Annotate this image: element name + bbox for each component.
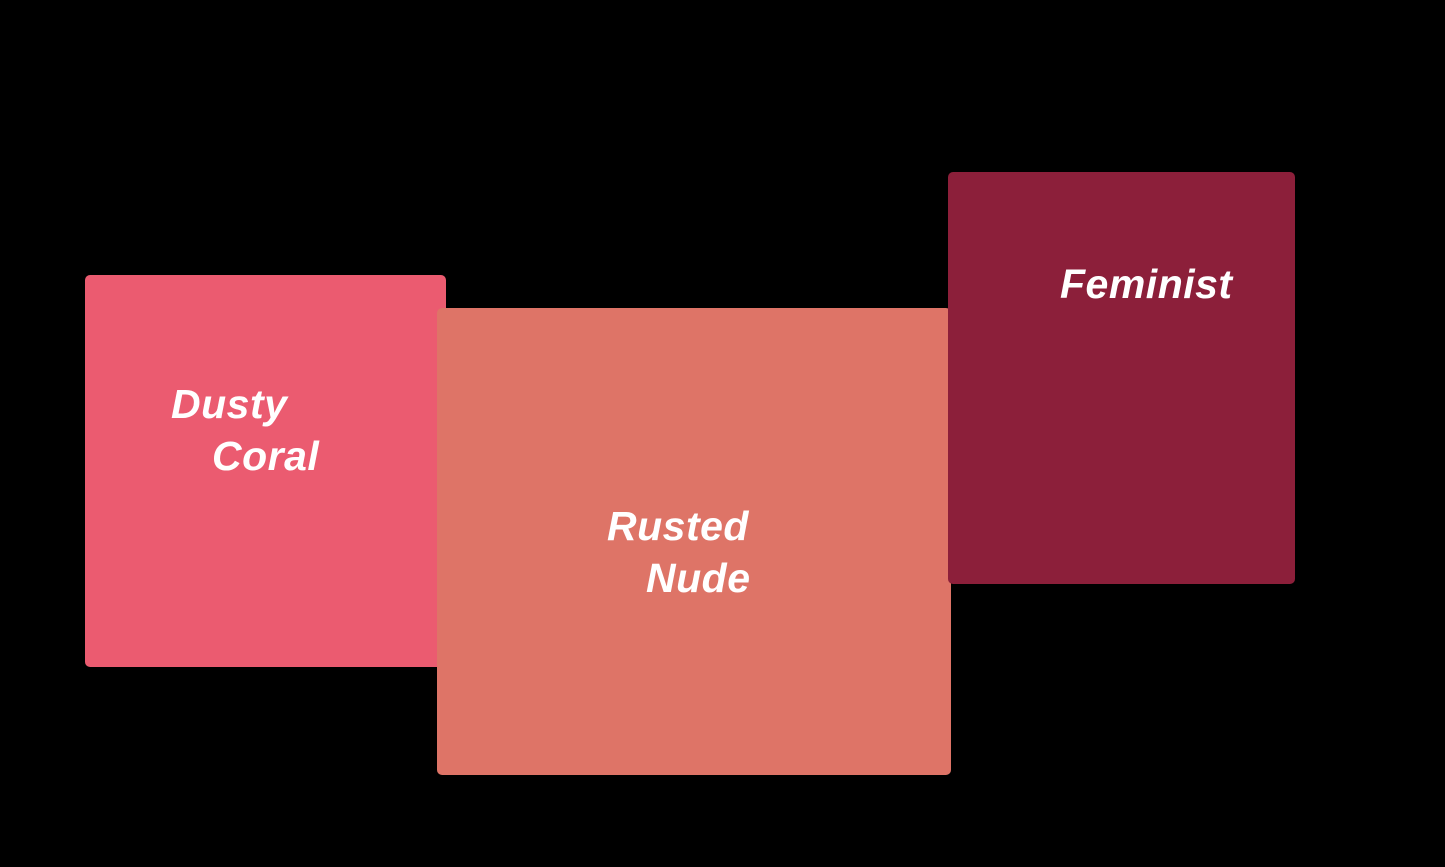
swatch-label-line: Rusted (607, 503, 749, 549)
swatch-label-feminist: Feminist (1060, 258, 1233, 310)
swatch-label-line: Feminist (1060, 261, 1233, 307)
color-swatch-dusty-coral: Dusty Coral (85, 275, 446, 667)
swatch-label-line: Dusty (171, 381, 288, 427)
swatch-label-line: Nude (646, 555, 751, 601)
swatch-label-dusty-coral: Dusty Coral (171, 378, 319, 482)
color-swatch-rusted-nude: Rusted Nude (437, 308, 951, 775)
swatch-label-line: Coral (212, 433, 320, 479)
color-swatch-feminist: Feminist (948, 172, 1295, 584)
swatch-label-rusted-nude: Rusted Nude (607, 500, 751, 604)
